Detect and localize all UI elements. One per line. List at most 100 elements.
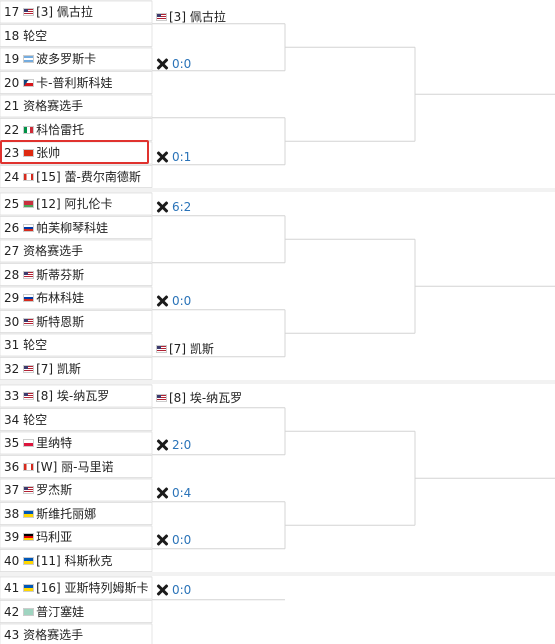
seed-number: 37 xyxy=(4,483,20,497)
player-row xyxy=(0,600,153,623)
player-name: 张帅 xyxy=(36,146,61,160)
player-entry[interactable]: 21 资格赛选手 xyxy=(4,99,83,113)
player-entry[interactable]: 26 帕芙柳琴科娃 xyxy=(4,221,108,235)
round2-match[interactable]: 0:4 xyxy=(156,486,191,500)
flag-rus-icon xyxy=(23,223,35,232)
player-entry[interactable]: 38 斯维托丽娜 xyxy=(4,507,96,521)
flag-arg-icon xyxy=(23,55,35,63)
crossed-rackets-icon xyxy=(156,295,168,307)
player-entry[interactable]: 20 卡-普利斯科娃 xyxy=(4,76,112,90)
round2-winner[interactable]: [7] 凯斯 xyxy=(156,342,214,356)
player-name: [16] 亚斯特列姆斯卡 xyxy=(36,581,149,595)
flag-ukr-icon xyxy=(23,556,35,565)
seed-number: 33 xyxy=(4,389,20,403)
player-entry[interactable]: 41 [16] 亚斯特列姆斯卡 xyxy=(4,581,149,595)
winner-name: [7] 凯斯 xyxy=(169,342,214,356)
seed-number: 29 xyxy=(4,291,20,305)
seed-number: 39 xyxy=(4,530,20,544)
player-entry[interactable]: 42 普汀塞娃 xyxy=(4,605,84,619)
round2-match[interactable]: 2:0 xyxy=(156,438,191,452)
player-name: 轮空 xyxy=(23,412,48,427)
player-entry[interactable]: 31 轮空 xyxy=(4,338,47,352)
crossed-rackets-icon xyxy=(156,58,168,70)
seed-number: 27 xyxy=(4,244,20,258)
round2-winner[interactable]: [8] 埃-纳瓦罗 xyxy=(156,391,242,405)
player-row xyxy=(0,525,153,549)
crossed-rackets-icon xyxy=(156,584,168,596)
player-entry[interactable]: 43 资格赛选手 xyxy=(4,628,83,642)
round2-match[interactable]: 0:1 xyxy=(156,150,191,164)
player-name: 斯蒂芬斯 xyxy=(36,267,85,282)
flag-usa-icon xyxy=(156,13,167,21)
flag-ukr-icon xyxy=(23,584,35,592)
seed-number: 42 xyxy=(4,604,20,619)
player-entry[interactable]: 18 轮空 xyxy=(4,29,47,43)
player-entry[interactable]: 34 轮空 xyxy=(4,413,47,427)
crossed-rackets-icon xyxy=(156,439,168,451)
player-entry[interactable]: 30 斯特恩斯 xyxy=(4,315,84,329)
flag-rus-icon xyxy=(23,294,35,302)
round2-match[interactable]: 6:2 xyxy=(156,200,191,214)
player-name: [12] 阿扎伦卡 xyxy=(36,197,113,211)
player-name: 资格赛选手 xyxy=(23,628,84,642)
round2-match[interactable]: 0:0 xyxy=(156,57,191,71)
round2-match[interactable]: 0:0 xyxy=(156,533,191,547)
player-row xyxy=(0,71,153,94)
player-entry[interactable]: 17 [3] 佩古拉 xyxy=(4,5,93,19)
flag-usa-icon xyxy=(156,394,167,402)
seed-number: 43 xyxy=(4,628,20,642)
seed-number: 28 xyxy=(4,267,20,282)
player-entry[interactable]: 40 [11] 科斯秋克 xyxy=(4,554,113,568)
player-name: [3] 佩古拉 xyxy=(36,5,93,19)
player-entry[interactable]: 35 里纳特 xyxy=(4,436,72,450)
seed-number: 17 xyxy=(4,5,20,19)
seed-number: 30 xyxy=(4,314,20,329)
player-row xyxy=(0,24,153,47)
player-name: [8] 埃-纳瓦罗 xyxy=(36,389,110,403)
player-name: [W] 丽-马里诺 xyxy=(36,459,114,474)
player-row xyxy=(0,333,153,357)
player-entry[interactable]: 19 波多罗斯卡 xyxy=(4,52,96,66)
player-entry[interactable]: 22 科恰雷托 xyxy=(4,123,84,137)
player-name: [7] 凯斯 xyxy=(36,361,81,376)
player-name: 斯维托丽娜 xyxy=(36,506,97,521)
player-row xyxy=(0,408,153,431)
player-entry[interactable]: 32 [7] 凯斯 xyxy=(4,362,81,376)
winner-name: [3] 佩古拉 xyxy=(169,10,226,24)
round2-winner[interactable]: [3] 佩古拉 xyxy=(156,10,226,24)
seed-number: 38 xyxy=(4,506,20,521)
flag-usa-icon xyxy=(156,345,167,353)
player-name: 资格赛选手 xyxy=(23,99,84,113)
player-row xyxy=(0,502,153,525)
player-entry[interactable]: 33 [8] 埃-纳瓦罗 xyxy=(4,389,109,403)
round-panel xyxy=(152,576,555,644)
player-row xyxy=(0,216,153,239)
player-name: 帕芙柳琴科娃 xyxy=(36,220,109,235)
player-entry[interactable]: 28 斯蒂芬斯 xyxy=(4,268,84,282)
player-name: 轮空 xyxy=(23,338,48,352)
flag-usa-icon xyxy=(23,8,35,16)
flag-cze-icon xyxy=(23,78,35,87)
player-entry[interactable]: 27 资格赛选手 xyxy=(4,244,83,258)
player-entry[interactable]: 39 玛利亚 xyxy=(4,530,72,544)
flag-usa-icon xyxy=(23,270,35,279)
player-row xyxy=(0,263,153,286)
player-row xyxy=(0,576,153,600)
player-entry[interactable]: 36 [W] 丽-马里诺 xyxy=(4,460,113,474)
winner-name: [8] 埃-纳瓦罗 xyxy=(169,391,243,405)
player-row xyxy=(0,623,153,644)
player-row xyxy=(0,192,153,216)
player-row xyxy=(0,94,153,118)
player-name: 玛利亚 xyxy=(36,530,73,544)
player-entry[interactable]: 25 [12] 阿扎伦卡 xyxy=(4,197,113,211)
player-entry[interactable]: 23 张帅 xyxy=(4,146,60,160)
round2-match[interactable]: 0:0 xyxy=(156,583,191,597)
crossed-rackets-icon xyxy=(156,487,168,499)
seed-number: 24 xyxy=(4,169,20,184)
player-entry[interactable]: 24 [15] 蕾-费尔南德斯 xyxy=(4,170,141,184)
player-entry[interactable]: 37 罗杰斯 xyxy=(4,483,72,497)
round2-match[interactable]: 0:0 xyxy=(156,294,191,308)
flag-usa-icon xyxy=(23,364,35,373)
player-name: 波多罗斯卡 xyxy=(36,52,97,66)
player-entry[interactable]: 29 布林科娃 xyxy=(4,291,84,305)
